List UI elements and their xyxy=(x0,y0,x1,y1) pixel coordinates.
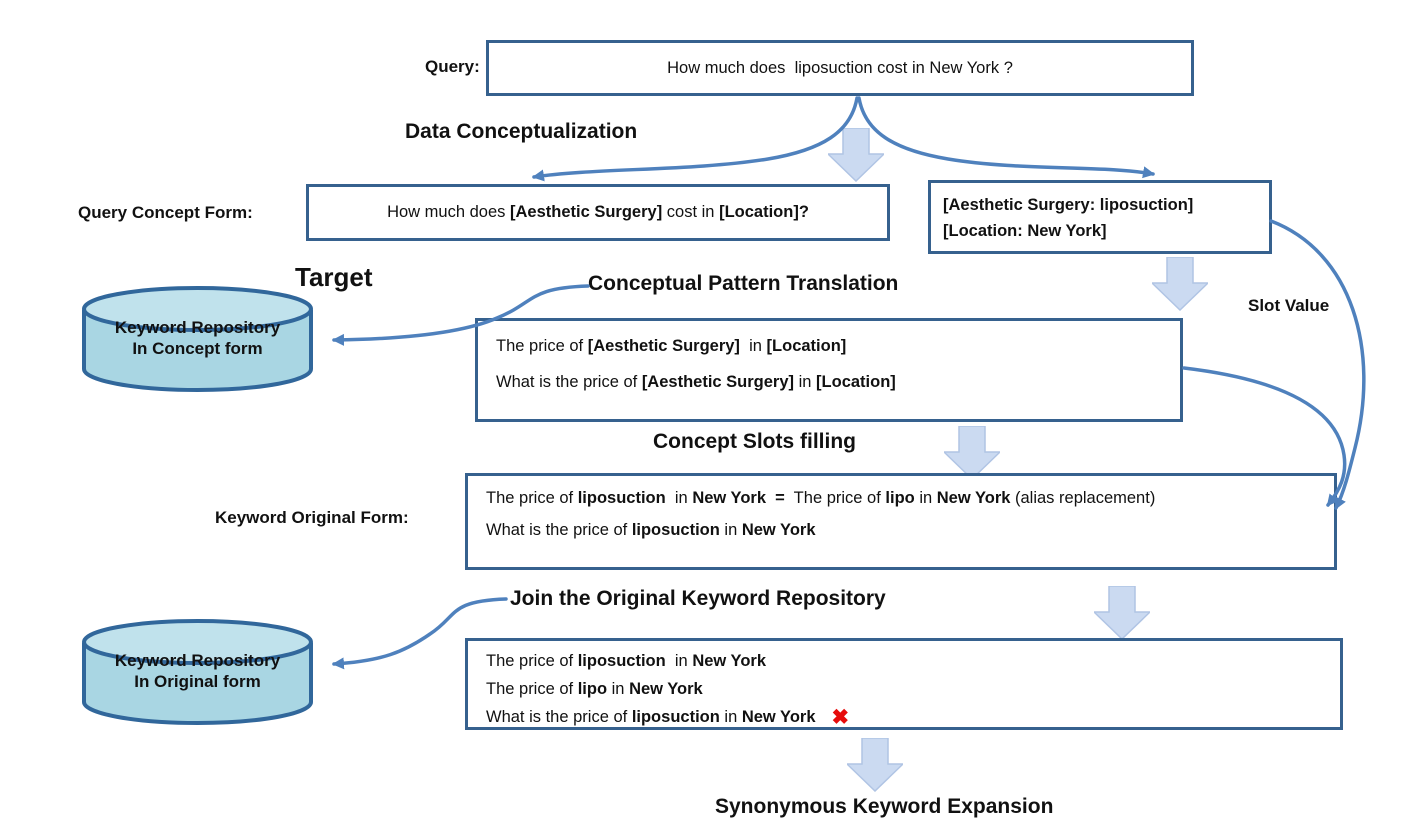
repository-line: The price of lipo in New York xyxy=(486,680,703,698)
query-text: How much does liposuction cost in New Yo… xyxy=(667,58,1013,77)
join-original-keyword-repository-header: Join the Original Keyword Repository xyxy=(510,587,886,610)
slot-value-arrow-outer xyxy=(1269,219,1366,510)
cylinder-label: Keyword Repository In Original form xyxy=(114,651,281,691)
repository-line: What is the price of liposuction in New … xyxy=(486,703,1334,732)
down-block-arrow-join xyxy=(1092,585,1152,645)
database-cylinder-icon xyxy=(82,619,313,725)
query-concept-form-box: How much does [Aesthetic Surgery] cost i… xyxy=(306,184,890,241)
original-repository-box: The price of liposuction in New York The… xyxy=(465,638,1343,730)
down-block-arrow-expansion xyxy=(845,737,905,797)
reject-x-icon: ✖ xyxy=(831,706,850,729)
pattern-line: The price of [Aesthetic Surgery] in [Loc… xyxy=(496,337,847,355)
keyword-original-form-label: Keyword Original Form: xyxy=(215,508,409,527)
keyword-original-line: The price of liposuction in New York = T… xyxy=(486,489,1156,507)
conceptual-pattern-translation-header: Conceptual Pattern Translation xyxy=(588,272,899,295)
keyword-original-form-box: The price of liposuction in New York = T… xyxy=(465,473,1337,570)
slot-value-line: [Location: New York] xyxy=(943,222,1107,240)
query-concept-form-label: Query Concept Form: xyxy=(78,203,253,222)
repository-line: The price of liposuction in New York xyxy=(486,652,766,670)
cylinder-label: Keyword Repository In Concept form xyxy=(114,318,281,358)
repository-line-text: What is the price of liposuction in New … xyxy=(486,708,816,726)
slot-values-box: [Aesthetic Surgery: liposuction] [Locati… xyxy=(928,180,1272,254)
synonymous-keyword-expansion-header: Synonymous Keyword Expansion xyxy=(715,795,1054,818)
query-label: Query: xyxy=(425,57,480,76)
down-block-arrow-slots-filling xyxy=(942,425,1002,485)
down-block-arrow-query xyxy=(826,127,886,187)
query-box: How much does liposuction cost in New Yo… xyxy=(486,40,1194,96)
branch-arrow-right xyxy=(857,96,1155,179)
slot-value-label: Slot Value xyxy=(1248,296,1330,315)
target-label: Target xyxy=(295,262,373,292)
slot-value-line: [Aesthetic Surgery: liposuction] xyxy=(943,196,1194,214)
keyword-repository-concept-cylinder: Keyword Repository In Concept form xyxy=(80,283,315,395)
down-block-arrow-slot xyxy=(1150,256,1210,316)
data-conceptualization-header: Data Conceptualization xyxy=(405,120,638,143)
pattern-line: What is the price of [Aesthetic Surgery]… xyxy=(496,373,896,391)
database-cylinder-icon xyxy=(82,286,313,392)
keyword-repository-original-cylinder: Keyword Repository In Original form xyxy=(80,616,315,728)
keyword-original-line: What is the price of liposuction in New … xyxy=(486,521,816,539)
concept-slots-filling-header: Concept Slots filling xyxy=(653,430,856,453)
query-concept-form-text: How much does [Aesthetic Surgery] cost i… xyxy=(387,203,809,221)
conceptual-patterns-box: The price of [Aesthetic Surgery] in [Loc… xyxy=(475,318,1183,422)
